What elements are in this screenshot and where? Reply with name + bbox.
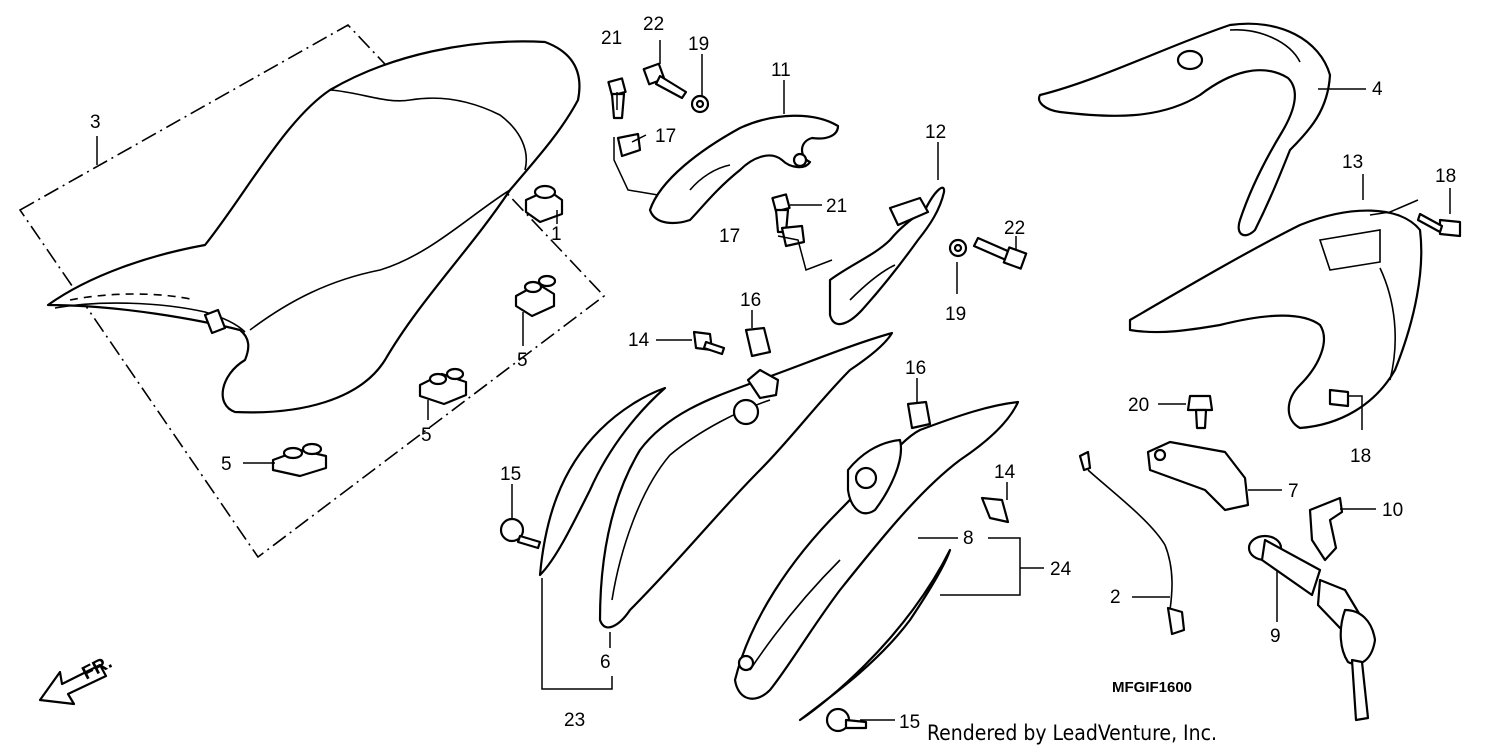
callout-2: 2: [1110, 587, 1121, 608]
seat-catch-part: [1146, 440, 1250, 512]
callout-17-top: 17: [655, 126, 676, 147]
callout-15-bottom: 15: [899, 712, 920, 733]
callout-21-mid: 21: [826, 196, 847, 217]
grab-rail-right-part: [828, 186, 946, 326]
callout-16-right: 16: [905, 358, 926, 379]
callout-8: 8: [963, 528, 974, 549]
callout-10: 10: [1382, 500, 1403, 521]
callout-17-mid: 17: [719, 226, 740, 247]
callout-labels: 3 1 5 5 5 21 22 19 11 17 21 12 17 22 19 …: [90, 14, 1456, 733]
callout-5-c: 5: [221, 454, 232, 475]
callout-16-left: 16: [740, 290, 761, 311]
callout-19-top: 19: [688, 34, 709, 55]
lock-clip-part: [1308, 496, 1344, 562]
callout-5-a: 5: [517, 350, 528, 371]
callout-14-right: 14: [994, 462, 1016, 483]
stripe-right-part: [798, 548, 952, 722]
callout-18-lower: 18: [1350, 446, 1371, 467]
seat-part: [46, 40, 581, 414]
seat-rubber-parts: [271, 184, 564, 478]
callout-22-top: 22: [643, 14, 664, 35]
front-direction-arrow: FR.: [38, 652, 116, 706]
callout-14-left: 14: [628, 330, 650, 351]
callout-23: 23: [564, 710, 585, 731]
credit-text: Rendered by LeadVenture, Inc.: [927, 721, 1217, 745]
seat-assembly-boundary: [18, 23, 606, 559]
callout-1: 1: [551, 224, 562, 245]
rear-cover-part: [1037, 22, 1332, 237]
callout-11: 11: [771, 60, 791, 81]
callout-20: 20: [1128, 395, 1149, 416]
fastener-parts: [499, 62, 1462, 733]
stripe-left-part: [538, 386, 667, 577]
rear-cowl-left-part: [598, 331, 894, 629]
callout-21-top: 21: [601, 28, 622, 49]
callout-22-right: 22: [1004, 218, 1025, 239]
diagram-code: MFGIF1600: [1112, 679, 1192, 696]
callout-4: 4: [1372, 79, 1383, 100]
callout-7: 7: [1288, 481, 1299, 502]
callout-24: 24: [1050, 559, 1072, 580]
callout-19-right: 19: [945, 304, 966, 325]
rear-cowl-right-part: [733, 400, 1020, 700]
callout-6: 6: [600, 652, 611, 673]
callout-12: 12: [925, 122, 946, 143]
callout-3: 3: [90, 112, 101, 133]
callout-13: 13: [1342, 152, 1363, 173]
grab-rail-left-part: [648, 114, 840, 225]
seat-lock-part: [1247, 534, 1377, 722]
leader-lines: [96, 40, 1451, 721]
rear-cowl-center-part: [1128, 209, 1423, 430]
callout-18-top: 18: [1435, 166, 1456, 187]
seat-cable-part: [1078, 450, 1186, 636]
callout-9: 9: [1270, 626, 1281, 647]
callout-15-left: 15: [500, 464, 521, 485]
callout-5-b: 5: [421, 425, 432, 446]
